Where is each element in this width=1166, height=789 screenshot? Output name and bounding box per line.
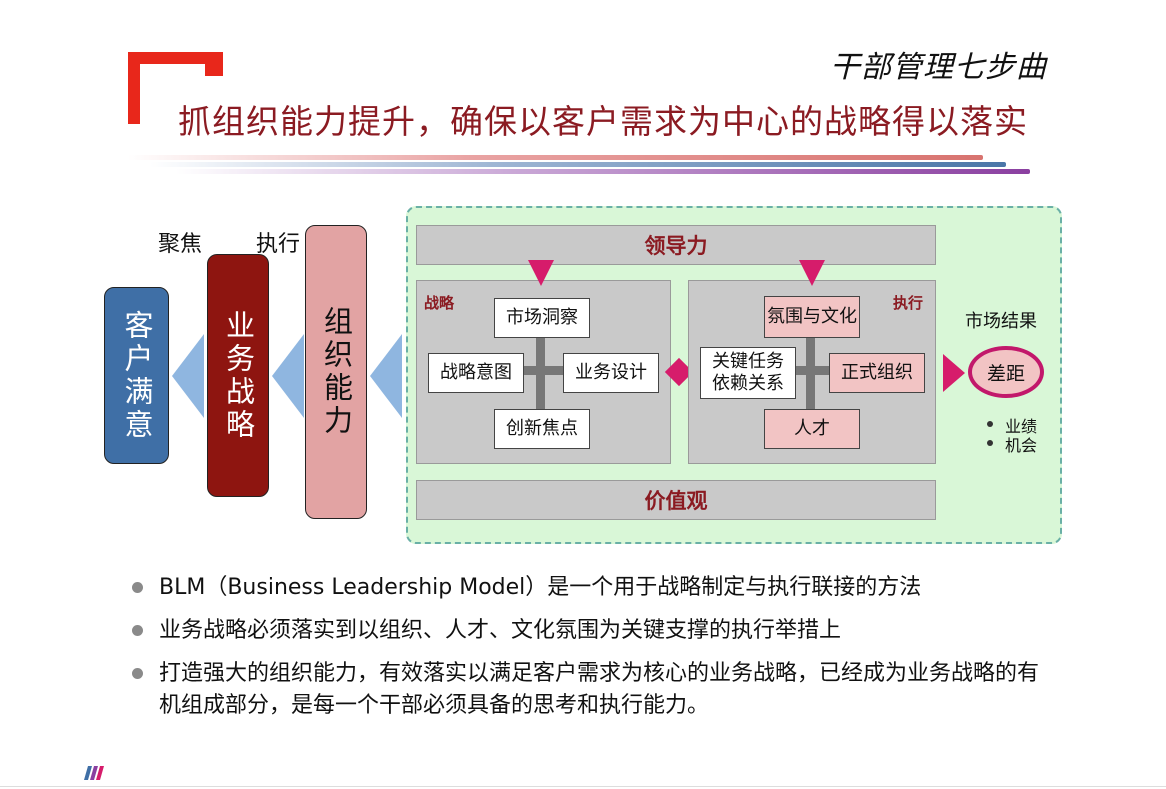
- strategic-intent-node: 战略意图: [428, 353, 524, 393]
- arrow-to-business: [272, 334, 304, 418]
- leadership-to-strategy-arrow: [528, 260, 554, 286]
- header-stripe-2: [150, 162, 1006, 167]
- footer-divider: [0, 786, 1166, 787]
- result-item-performance: 业绩: [1005, 417, 1038, 436]
- arrow-to-market-result: [943, 354, 965, 392]
- title-bracket-decoration: [128, 52, 212, 124]
- bullet-item: 业务战略必须落实到以组织、人才、文化氛围为关键支撑的执行举措上: [132, 615, 1092, 647]
- org-capability-text: 组织能力: [319, 306, 354, 438]
- arrow-to-org: [370, 334, 402, 418]
- result-bullet-dot: [987, 421, 993, 427]
- bullet-item: 打造强大的组织能力，有效落实以满足客户需求为核心的业务战略，已经成为业务战略的有…: [132, 658, 1092, 722]
- key-tasks-line1: 关键任务: [712, 351, 784, 373]
- label-execute: 执行: [256, 232, 301, 257]
- talent-node: 人才: [764, 409, 860, 449]
- arrow-to-customer: [172, 334, 204, 418]
- bullet-text-capability: 打造强大的组织能力，有效落实以满足客户需求为核心的业务战略，已经成为业务战略的有…: [159, 660, 1040, 718]
- market-insight-node: 市场洞察: [494, 298, 590, 338]
- bullet-text-strategy: 业务战略必须落实到以组织、人才、文化氛围为关键支撑的执行举措上: [159, 617, 842, 643]
- result-item-opportunity: 机会: [1005, 436, 1038, 455]
- execution-cross-vertical: [806, 318, 815, 418]
- business-strategy-text: 业务战略: [221, 309, 256, 442]
- strategy-cross-horizontal: [475, 366, 615, 375]
- business-design-node: 业务设计: [563, 353, 659, 393]
- leadership-to-execution-arrow: [799, 260, 825, 286]
- customer-satisfaction-text: 客户满意: [120, 309, 154, 442]
- execution-cross-horizontal: [745, 366, 885, 375]
- footer-logo-icon: [84, 766, 104, 780]
- climate-culture-node: 氛围与文化: [764, 296, 860, 338]
- key-tasks-node: 关键任务 依赖关系: [700, 347, 796, 399]
- header-stripe-1: [128, 155, 983, 160]
- title-bracket-notch: [205, 52, 223, 76]
- values-bar: 价值观: [416, 480, 936, 520]
- bullet-dot: [132, 667, 143, 679]
- execution-label: 执行: [893, 294, 924, 312]
- strategy-cross-vertical: [536, 318, 545, 418]
- page-title: 抓组织能力提升，确保以客户需求为中心的战略得以落实: [178, 102, 1028, 141]
- bullet-item: BLM（Business Leadership Model）是一个用于战略制定与…: [132, 572, 1092, 604]
- page-subtitle: 干部管理七步曲: [830, 50, 1047, 85]
- result-bullet-dot: [987, 440, 993, 446]
- org-capability-pillar: 组织能力: [305, 225, 367, 519]
- gap-ellipse: 差距: [968, 346, 1044, 398]
- bullet-dot: [132, 582, 143, 593]
- label-focus: 聚焦: [158, 232, 203, 257]
- header-stripe-3: [176, 169, 1030, 174]
- market-result-title: 市场结果: [965, 311, 1037, 332]
- key-tasks-line2: 依赖关系: [712, 373, 784, 394]
- business-strategy-pillar: 业务战略: [207, 254, 269, 497]
- bullet-dot: [132, 624, 143, 636]
- bullet-list: BLM（Business Leadership Model）是一个用于战略制定与…: [132, 572, 1092, 733]
- strategy-label: 战略: [424, 294, 455, 312]
- innovation-focus-node: 创新焦点: [494, 409, 590, 449]
- leadership-bar: 领导力: [416, 225, 936, 265]
- formal-org-node: 正式组织: [829, 353, 925, 393]
- bullet-text-blm: BLM（Business Leadership Model）是一个用于战略制定与…: [159, 575, 922, 600]
- customer-satisfaction-pillar: 客户满意: [104, 287, 169, 464]
